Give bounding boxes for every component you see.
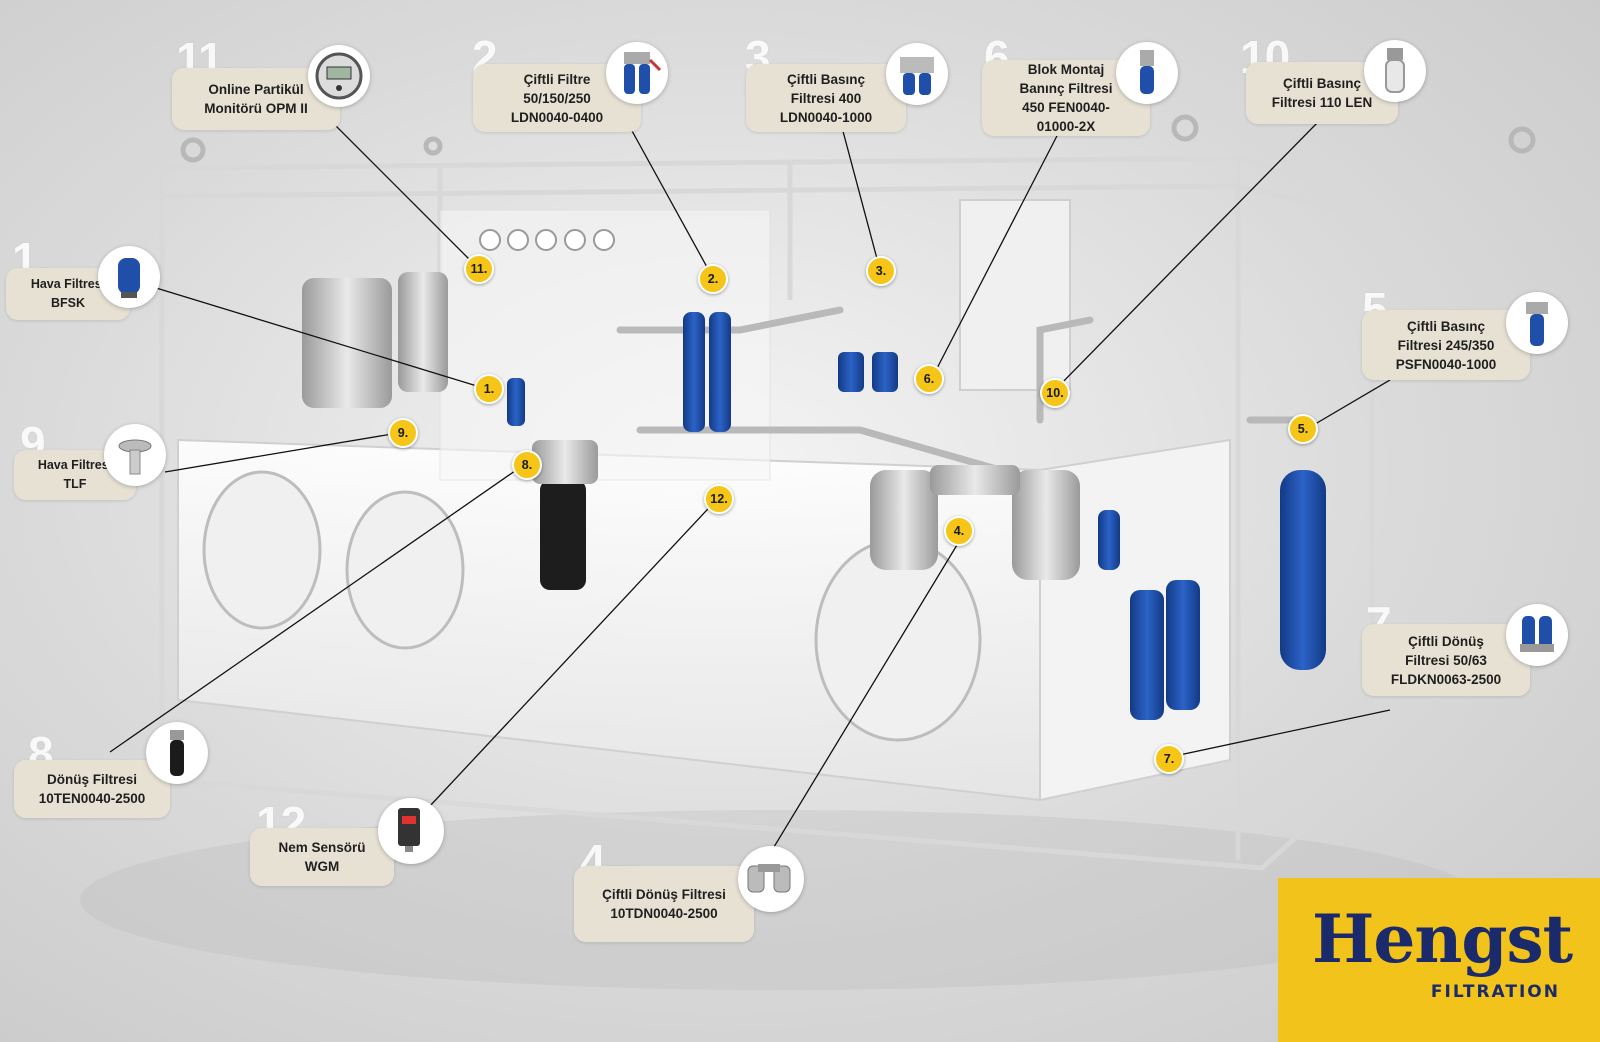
callout-label-4: Çiftli Dönüş Filtresi 10TDN0040-2500 bbox=[602, 887, 726, 921]
callout-return-filter-ten: Dönüş Filtresi 10TEN0040-2500 bbox=[14, 760, 170, 818]
humidity-sensor-icon bbox=[378, 798, 444, 864]
duplex-return-filter-icon bbox=[738, 846, 804, 912]
air-filter-bfsk-icon bbox=[98, 246, 160, 308]
particle-monitor-icon bbox=[308, 45, 370, 107]
air-filter-tlf-icon bbox=[104, 424, 166, 486]
marker-12[interactable]: 12. bbox=[704, 484, 734, 514]
marker-2[interactable]: 2. bbox=[698, 264, 728, 294]
logo-brand: Hengst bbox=[1312, 900, 1573, 978]
duplex-return-filter-fldkn-icon bbox=[1506, 604, 1568, 666]
hengst-logo: Hengst FILTRATION bbox=[1278, 878, 1600, 1042]
duplex-filter-ldn-icon bbox=[606, 42, 668, 104]
marker-3[interactable]: 3. bbox=[866, 256, 896, 286]
marker-10[interactable]: 10. bbox=[1040, 378, 1070, 408]
block-mount-filter-icon bbox=[1116, 42, 1178, 104]
marker-4[interactable]: 4. bbox=[944, 516, 974, 546]
callout-duplex-return-filter-fldkn: Çiftli Dönüş Filtresi 50/63 FLDKN0063-25… bbox=[1362, 624, 1530, 696]
marker-11[interactable]: 11. bbox=[464, 254, 494, 284]
callout-pressure-filter-psfn: Çiftli Basınç Filtresi 245/350 PSFN0040-… bbox=[1362, 310, 1530, 380]
marker-8[interactable]: 8. bbox=[512, 450, 542, 480]
callout-label-2: Çiftli Filtre 50/150/250 LDN0040-0400 bbox=[510, 71, 604, 125]
callout-online-particle-monitor: Online Partikül Monitörü OPM II bbox=[172, 68, 340, 130]
pressure-filter-psfn-icon bbox=[1506, 292, 1568, 354]
callout-label-3: Çiftli Basınç Filtresi 400 LDN0040-1000 bbox=[779, 71, 873, 125]
callout-label-11: Online Partikül Monitörü OPM II bbox=[204, 82, 308, 116]
marker-1[interactable]: 1. bbox=[474, 374, 504, 404]
callout-label-9: Hava Filtresi TLF bbox=[37, 458, 113, 491]
logo-subtitle: FILTRATION bbox=[1430, 982, 1560, 1002]
callout-humidity-sensor: Nem Sensörü WGM bbox=[250, 828, 394, 886]
duplex-pressure-filter-icon bbox=[886, 43, 948, 105]
return-filter-ten-icon bbox=[146, 722, 208, 784]
callout-label-7: Çiftli Dönüş Filtresi 50/63 FLDKN0063-25… bbox=[1390, 633, 1502, 687]
marker-9[interactable]: 9. bbox=[388, 418, 418, 448]
pressure-filter-len-icon bbox=[1364, 40, 1426, 102]
callout-label-1: Hava Filtresi BFSK bbox=[30, 277, 106, 310]
callout-duplex-filter: Çiftli Filtre 50/150/250 LDN0040-0400 bbox=[473, 64, 641, 132]
marker-7[interactable]: 7. bbox=[1154, 744, 1184, 774]
callout-label-5: Çiftli Basınç Filtresi 245/350 PSFN0040-… bbox=[1395, 318, 1497, 372]
callout-duplex-return-filter: Çiftli Dönüş Filtresi 10TDN0040-2500 bbox=[574, 866, 754, 942]
callout-label-8: Dönüş Filtresi 10TEN0040-2500 bbox=[38, 772, 146, 806]
callout-label-12: Nem Sensörü WGM bbox=[278, 840, 366, 874]
callout-duplex-pressure-filter: Çiftli Basınç Filtresi 400 LDN0040-1000 bbox=[746, 64, 906, 132]
callout-label-6: Blok Montaj Banınç Filtresi 450 FEN0040-… bbox=[1019, 62, 1113, 134]
marker-6[interactable]: 6. bbox=[914, 364, 944, 394]
marker-5[interactable]: 5. bbox=[1288, 414, 1318, 444]
callout-label-10: Çiftli Basınç Filtresi 110 LEN bbox=[1271, 76, 1373, 110]
